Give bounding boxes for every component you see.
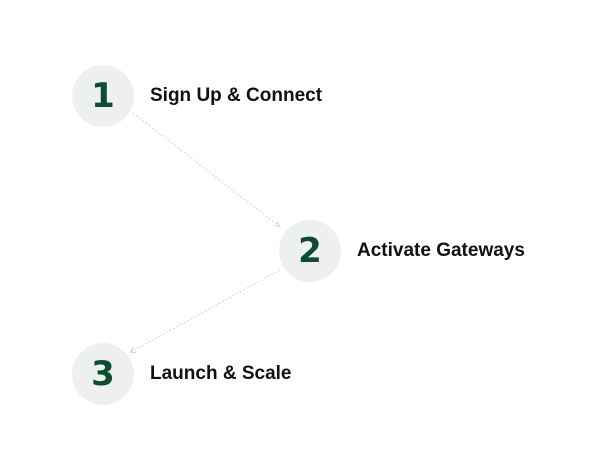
step-number: 2 bbox=[298, 231, 322, 271]
connector-arrow-1-to-2 bbox=[132, 112, 279, 226]
step-number: 1 bbox=[91, 76, 115, 116]
step-number-circle: 2 bbox=[279, 220, 341, 282]
step-label: Activate Gateways bbox=[357, 240, 525, 261]
connector-arrow-2-to-3 bbox=[131, 269, 281, 352]
step-item-2: 2 Activate Gateways bbox=[279, 220, 525, 282]
step-label: Launch & Scale bbox=[150, 363, 292, 384]
step-number-circle: 1 bbox=[72, 65, 134, 127]
step-number: 3 bbox=[91, 354, 115, 394]
step-label: Sign Up & Connect bbox=[150, 85, 323, 106]
step-number-circle: 3 bbox=[72, 343, 134, 405]
step-item-3: 3 Launch & Scale bbox=[72, 343, 292, 405]
step-item-1: 1 Sign Up & Connect bbox=[72, 65, 322, 127]
